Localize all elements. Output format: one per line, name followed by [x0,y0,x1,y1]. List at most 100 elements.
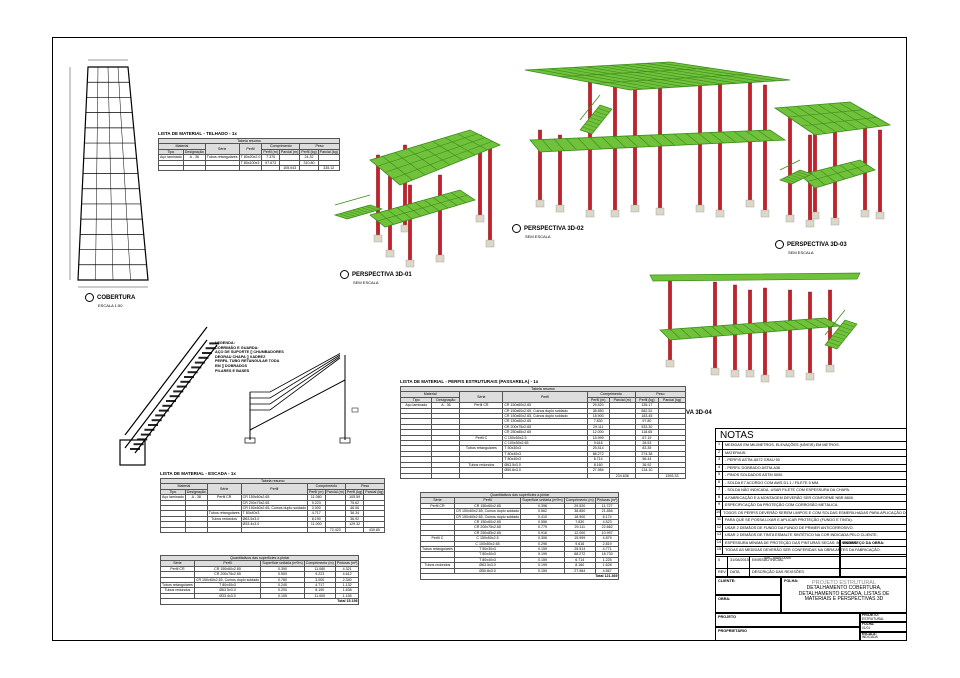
table-cell: 22.662 [594,524,620,531]
deck-beam [377,194,468,222]
stair-tread [194,361,205,364]
col-header: Parcial (kg) [317,148,340,156]
table-title: Quantitativos das superfícies a pintar [419,491,620,499]
table-title: Quantitativos das superfícies a pintar [159,554,360,562]
note-text: - PINOS SOLDADOS ASTM 5000. [725,473,784,478]
table-cell: 7.830 [563,518,596,526]
deck-beam [762,322,777,332]
column [408,184,412,261]
deck-beam [796,106,837,133]
stair-step [793,173,806,178]
table-cell: 4.717 [303,581,336,589]
table-cell: Tubos redondos [420,562,455,569]
table-cell: 21.856 [594,508,620,515]
table-cell: 2.340 [334,576,360,584]
note-text: MATERIAIS: [725,450,747,455]
deck-beam [573,67,684,87]
table-cell: 24.32 [299,154,319,161]
table-cell: Tubos retangulares [459,445,504,452]
table-cell: 135.17 [634,402,660,409]
note-text: A FABRICAÇÃO E A MONTAGEM DEVERÃO SER CO… [725,495,855,500]
col-header: Perfil (m) [261,148,280,156]
table-cell: 83.35 [634,445,660,452]
stair-tread [169,395,180,398]
table-cell: 4.612 [334,571,360,578]
project-title: PROJETO ESTRUTURAL [811,580,877,586]
stair-step [352,209,365,215]
note-text: ESPECIFICAÇÃO DA PROTEÇÃO COM CORROSÃO M… [725,503,839,508]
column-base [805,219,815,228]
table-cell: T 50x30x3 [453,546,522,553]
note-number: 1 [716,442,723,449]
deck-beam [752,323,766,333]
table-cell: 18.733 [594,551,620,558]
stair-note: LEGENDA: [215,341,235,345]
stair-tread [166,400,176,402]
table-cell: 4.321 [334,565,360,573]
table-cell: 4.771 [594,546,620,553]
note-number: 10 [716,509,722,516]
table-cell [238,164,263,172]
column-base [655,207,665,216]
table-total: Total 121.369 [419,573,620,580]
table-cell [634,472,660,479]
rev-number: 0 [716,557,728,568]
rafter [95,66,99,281]
table-cell [459,472,504,479]
stair-tread [209,342,220,345]
table-cell: 9.223 [303,571,336,578]
title-row: Quantitativos das superfícies a pintar [159,554,360,562]
deck-beam [577,137,590,150]
table-cell [160,526,186,534]
deck-beam [721,131,737,143]
note-number: 6 [716,479,723,486]
stair-step [594,111,608,116]
rev-header: REV. [716,569,728,578]
column-base [745,369,755,378]
client-box: CLIENTE: [715,577,781,595]
column-base [810,211,820,220]
deck-beam [804,319,819,329]
table-cell: 12.000 [586,429,610,436]
note-item: 3- PERFIS ASTM-A572 GRAU 50 [716,457,906,465]
col-header: Designação [182,148,206,156]
table-cell: 1.155 [334,592,360,600]
deck-beam [657,62,777,82]
drawing-frame [52,37,907,641]
stair-step [356,208,369,213]
group-header: Comprimento [306,483,346,490]
stair-tread [151,419,162,422]
stair-tread [184,376,194,378]
column-base [785,369,795,378]
roof-deck [649,272,861,282]
stair-step [348,211,361,216]
stair-step [786,176,799,181]
table-cell: 8.190 [303,587,336,594]
table-cell: CR 150x60x2.65, Cuinos duplo soldado [453,508,522,515]
deck-beam [745,130,761,142]
column [718,79,722,211]
stair-step [829,338,843,343]
base-plate [339,437,351,444]
col-header: Perfil (m) [586,396,610,404]
table-cell: 582.52 [634,407,660,415]
table-cell: CR 150x60x2.65 [193,565,262,573]
table-cell: 36.92 [344,515,365,523]
sheet-description: DETALHAMENTO COBERTURA, DETALHAMENTO ESC… [798,585,890,603]
deck-beam [553,138,565,151]
deck-beam [697,132,712,144]
table-cell [184,526,208,534]
deck-beam [732,324,745,335]
column [488,142,492,241]
owner-box: PROPRIETÁRIO [715,627,860,641]
p3-title: PERSPECTIVA 3D-03 [787,242,847,249]
table-cell: 3.000 [303,576,336,584]
base-plate [244,437,256,444]
deck-beam [594,73,751,84]
